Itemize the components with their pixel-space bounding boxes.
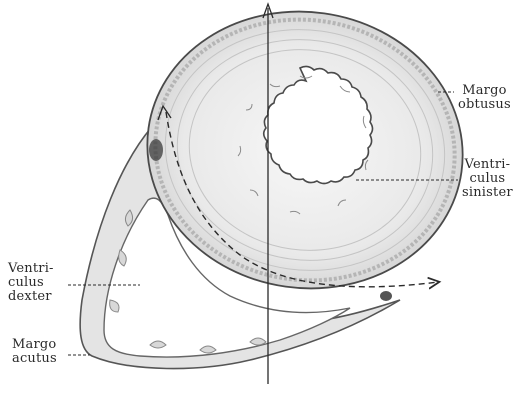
label-ventriculus-dexter-line2: culus (8, 276, 54, 290)
label-margo-acutus-line1: Margo (12, 338, 57, 352)
label-ventriculus-dexter-line1: Ventri- (8, 262, 54, 276)
label-ventriculus-dexter: Ventri- culus dexter (8, 262, 54, 304)
anterior-interventricular-mark (149, 139, 163, 161)
label-margo-obtusus-line1: Margo (458, 84, 511, 98)
label-ventriculus-sinister-line1: Ventri- (462, 158, 513, 172)
label-ventriculus-sinister-line3: sinister (462, 186, 513, 200)
label-margo-obtusus-line2: obtusus (458, 98, 511, 112)
label-margo-acutus: Margo acutus (12, 338, 57, 366)
label-margo-obtusus: Margo obtusus (458, 84, 511, 112)
label-margo-acutus-line2: acutus (12, 352, 57, 366)
label-ventriculus-sinister-line2: culus (462, 172, 513, 186)
posterior-interventricular-mark (380, 291, 392, 301)
label-ventriculus-dexter-line3: dexter (8, 290, 54, 304)
label-ventriculus-sinister: Ventri- culus sinister (462, 158, 513, 200)
